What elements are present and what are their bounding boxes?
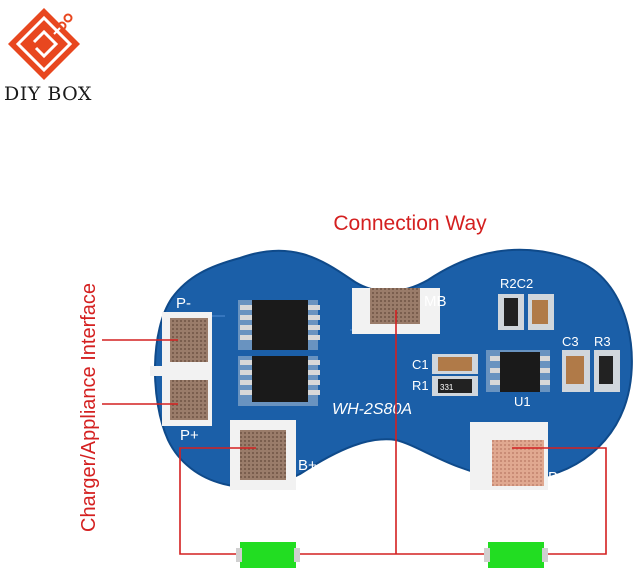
wire-b-minus (512, 447, 607, 555)
pcb-board (153, 248, 633, 488)
label-r3: R3 (594, 334, 611, 349)
diagram-title: Connection Way (333, 212, 487, 235)
board-model-label: WH-2S80A (332, 401, 412, 418)
battery-2 (484, 542, 548, 568)
label-u1: U1 (514, 394, 531, 409)
pad-b-minus (492, 440, 544, 486)
u1-chip (486, 350, 550, 392)
pad-p-plus (170, 380, 208, 420)
label-r1: R1 (412, 378, 429, 393)
label-p-minus: P- (176, 295, 191, 312)
label-c3: C3 (562, 334, 579, 349)
mosfet-chip-2 (238, 356, 320, 406)
label-b-minus: B- (548, 469, 563, 486)
label-c1: C1 (412, 357, 429, 372)
wiring (102, 310, 607, 555)
logo-text: DIY BOX (4, 83, 92, 105)
logo (4, 4, 86, 87)
label-mb: MB (424, 293, 447, 310)
label-r1-code: 331 (440, 383, 454, 392)
pad-mb (370, 288, 420, 324)
logo-icon (8, 8, 80, 80)
label-b-plus: B+ (298, 457, 317, 474)
label-p-plus: P+ (180, 427, 199, 444)
mosfet-chip-1 (238, 300, 320, 350)
wire-b-plus (179, 447, 256, 555)
label-r2c2: R2C2 (500, 276, 533, 291)
pad-b-plus (240, 430, 286, 480)
battery-1 (236, 542, 300, 568)
